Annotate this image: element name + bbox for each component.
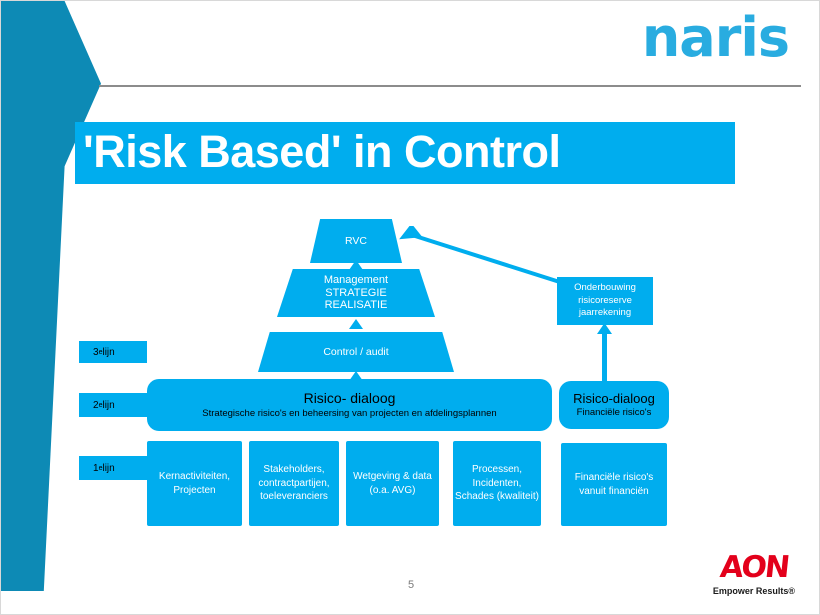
title-banner: 'Risk Based' in Control <box>75 122 735 184</box>
card-stakeholders: Stakeholders, contractpartijen, toelever… <box>249 441 339 526</box>
page-number: 5 <box>407 579 415 591</box>
arrow-stem-finance-to-onderbouwing <box>602 330 607 382</box>
first-line-text: lijn <box>102 462 115 474</box>
risk-dialog-subheading: Strategische risico's en beheersing van … <box>202 407 497 419</box>
second-line-text: lijn <box>102 399 115 411</box>
onderbouwing-box: Onderbouwing risicoreserve jaarrekening <box>557 277 653 325</box>
second-line-number: 2 <box>93 399 99 411</box>
pyramid-top-rvc: RVC <box>310 219 402 263</box>
third-line-text: lijn <box>102 346 115 358</box>
page-title: 'Risk Based' in Control <box>83 125 561 177</box>
arrow-up-to-management <box>349 319 363 329</box>
pyramid-top-label: RVC <box>345 234 367 247</box>
risk-dialog-box: Risico- dialoog Strategische risico's en… <box>147 379 552 431</box>
risk-dialog-finance-box: Risico-dialoog Financiële risico's <box>559 381 669 429</box>
aon-tagline: Empower Results® <box>712 586 795 596</box>
pyramid-base-label: Control / audit <box>323 345 389 358</box>
first-line-sup: e <box>98 464 103 472</box>
third-line-sup: e <box>98 348 103 356</box>
card-kernactiviteiten: Kernactiviteiten, Projecten <box>147 441 242 526</box>
decorative-chevron <box>1 1 101 591</box>
pyramid-middle-line1: Management <box>323 273 389 286</box>
first-line-number: 1 <box>93 462 99 474</box>
arrow-up-to-control <box>349 371 363 381</box>
risk-dialog-finance-subheading: Financiële risico's <box>576 406 652 418</box>
card-wetgeving: Wetgeving & data (o.a. AVG) <box>346 441 439 526</box>
header-divider <box>99 85 801 87</box>
second-line-sup: e <box>98 401 103 409</box>
arrow-up-to-rvc <box>349 260 363 270</box>
aon-wordmark: AON <box>718 550 790 585</box>
card-financiele-risicos: Financiële risico's vanuit financiën <box>561 443 667 526</box>
arrow-onderbouwing-to-rvc <box>399 226 567 286</box>
naris-logo: naris <box>641 6 790 69</box>
pyramid-middle-line2: STRATEGIE <box>325 286 387 299</box>
pyramid-base-control-audit: Control / audit <box>258 332 454 372</box>
card-processen: Processen, Incidenten, Schades (kwalitei… <box>453 441 541 526</box>
risk-dialog-finance-heading: Risico-dialoog <box>573 390 655 406</box>
third-line-number: 3 <box>93 346 99 358</box>
pyramid-middle-line3: REALISATIE <box>324 299 388 312</box>
arrow-head-finance-to-onderbouwing <box>597 323 612 334</box>
aon-logo: AON Empower Results® <box>712 550 795 596</box>
pyramid-middle-management: Management STRATEGIE REALISATIE <box>277 269 435 317</box>
risk-dialog-heading: Risico- dialoog <box>303 390 396 407</box>
